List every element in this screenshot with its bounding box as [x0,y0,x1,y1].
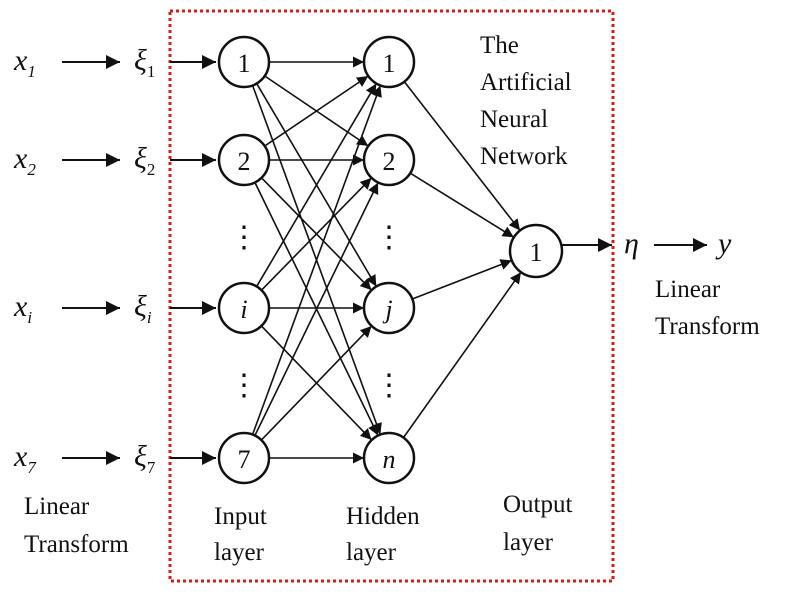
right-transform-label: Linear Transform [655,276,760,340]
input-ellipsis-lower: ⋮ [229,369,259,402]
edge-input-3-hidden-1 [254,182,379,436]
edge-hidden-0-output [403,81,521,231]
input-layer-label-1: Input [214,503,267,530]
xi1-label: ξ1 [134,44,155,81]
hidden-node-2 [362,133,416,187]
input-node-7 [217,431,271,485]
hidden-node-j [362,281,416,335]
hidden-layer-label-1: Hidden [346,503,420,530]
hidden-layer-label-2: layer [346,539,397,566]
xi2-label: ξ2 [134,142,155,179]
input-node-7-label: 7 [238,445,251,474]
input-node-1-label: 1 [238,49,251,78]
layer-labels: Input layer Hidden layer Output layer [214,491,573,566]
connections [251,56,522,464]
y-label: y [715,227,732,260]
edge-input-2-hidden-0 [256,83,377,287]
hidden-node-n [362,431,416,485]
title-line-3: Neural [480,106,548,133]
output-layer-label-1: Output [503,491,573,518]
title-line-2: Artificial [480,69,572,96]
edge-input-1-hidden-0 [264,75,369,147]
input-x-labels: x1 x2 xi x7 [13,44,37,477]
hidden-node-n-label: n [383,445,396,474]
input-node-i [217,281,271,335]
left-transform-label: Linear Transform [24,493,129,558]
title-line-4: Network [480,143,568,170]
input-ellipsis-upper: ⋮ [229,221,259,254]
hidden-ellipsis-upper: ⋮ [374,221,404,254]
output-layer-label-2: layer [503,529,554,556]
x2-label: x2 [13,142,36,179]
right-transform-line-2: Transform [655,313,760,340]
input-xi-labels: ξ1 ξ2 ξi ξ7 [134,44,156,477]
network-boundary [168,9,615,583]
input-arrows [62,55,216,465]
input-node-1 [217,35,271,89]
hidden-node-2-label: 2 [383,147,396,176]
edge-input-3-hidden-2 [260,325,373,441]
hidden-ellipsis-lower: ⋮ [374,369,404,402]
edge-input-2-hidden-1 [260,177,373,291]
input-layer-label-2: layer [214,539,265,566]
x7-label: x7 [13,440,37,477]
hidden-node-j-label: j [382,295,392,324]
input-layer: 1 2 i 7 ⋮ ⋮ [217,35,271,485]
hidden-layer: 1 2 j n ⋮ ⋮ [362,35,416,485]
xii-label: ξi [134,290,152,327]
output-node-1 [508,223,564,279]
right-transform-line-1: Linear [655,276,721,303]
edge-input-3-hidden-0 [251,85,382,435]
eta-label: η [624,227,639,260]
output-arrows: η y [562,227,732,260]
xi-label: xi [13,290,32,327]
input-node-2-label: 2 [238,147,251,176]
title-line-1: The [480,32,519,59]
left-transform-line-2: Transform [24,531,129,558]
edge-hidden-3-output [402,271,522,439]
left-transform-line-1: Linear [24,493,90,520]
input-node-i-label: i [240,295,247,324]
hidden-node-1 [362,35,416,89]
xi7-label: ξ7 [134,440,156,477]
edge-hidden-1-output [409,172,515,238]
diagram-title: The Artificial Neural Network [480,32,572,170]
output-layer: 1 [508,223,564,279]
output-node-1-label: 1 [530,238,543,267]
edge-hidden-2-output [412,259,513,300]
input-node-2 [217,133,271,187]
hidden-node-1-label: 1 [383,49,396,78]
x1-label: x1 [13,44,36,81]
